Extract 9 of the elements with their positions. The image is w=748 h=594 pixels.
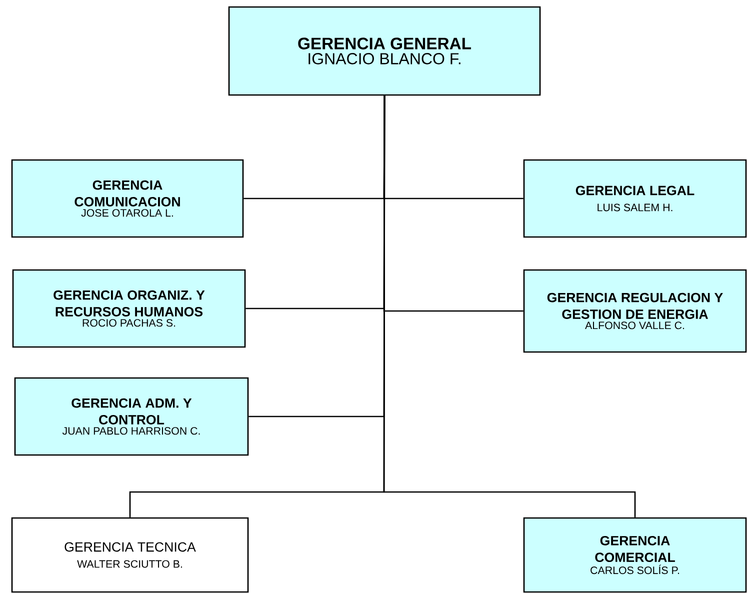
org-box: GERENCIA GENERAL IGNACIO BLANCO F.	[228, 6, 541, 96]
org-box: GERENCIA COMUNICACION JOSE OTAROLA L.	[11, 159, 244, 238]
org-box: GERENCIA REGULACION Y GESTION DE ENERGIA ALFONSO VALLE C.	[523, 269, 747, 353]
connector-line	[383, 96, 636, 518]
org-box: GERENCIA ORGANIZ. Y RECURSOS HUMANOS ROCIO PACHAS S.	[12, 269, 246, 348]
org-box: GERENCIA ADM. Y CONTROL JUAN PABLO HARRISON C.	[14, 377, 249, 456]
org-box: GERENCIA TECNICA WALTER SCIUTTO B.	[11, 517, 249, 593]
org-box: GERENCIA COMERCIAL CARLOS SOLÍS P.	[523, 517, 747, 593]
org-box: GERENCIA LEGAL LUIS SALEM H.	[523, 159, 747, 238]
